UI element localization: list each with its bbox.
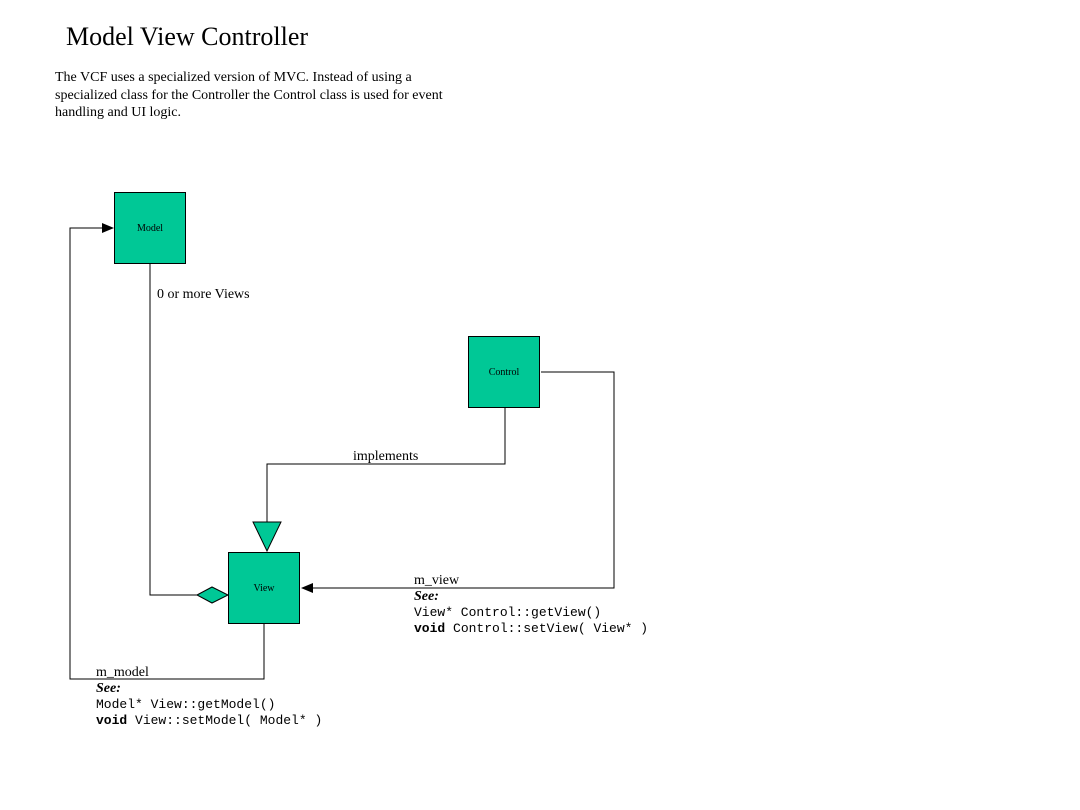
set-model-rest: View::setModel( Model* ): [127, 713, 323, 728]
m-model-association-line: [69, 227, 265, 680]
set-model-signature: void View::setModel( Model* ): [96, 713, 322, 729]
set-view-rest: Control::setView( View* ): [445, 621, 649, 636]
implements-line: [266, 408, 506, 522]
model-view-relation-label: 0 or more Views: [157, 287, 250, 302]
model-view-aggregation-line: [149, 264, 197, 596]
m-model-arrowhead: [102, 223, 114, 233]
m-model-label: m_model: [96, 665, 149, 680]
aggregation-diamond: [195, 586, 230, 604]
view-box: View: [228, 552, 300, 624]
set-view-signature: void Control::setView( View* ): [414, 621, 648, 637]
m-model-see-label: See:: [96, 681, 121, 696]
model-box: Model: [114, 192, 186, 264]
get-model-signature: Model* View::getModel(): [96, 697, 276, 712]
intro-paragraph: The VCF uses a specialized version of MV…: [55, 70, 443, 120]
m-view-label: m_view: [414, 573, 460, 588]
implements-label: implements: [353, 449, 419, 464]
set-model-keyword: void: [96, 713, 128, 728]
m-view-see-label: See:: [414, 589, 439, 604]
get-view-signature: View* Control::getView(): [414, 605, 602, 620]
generalization-triangle: [252, 521, 282, 553]
control-box: Control: [468, 336, 540, 408]
page-title: Model View Controller: [66, 22, 309, 51]
set-view-keyword: void: [414, 621, 446, 636]
m-view-arrowhead: [301, 583, 313, 593]
m-view-association-line: [313, 371, 615, 589]
